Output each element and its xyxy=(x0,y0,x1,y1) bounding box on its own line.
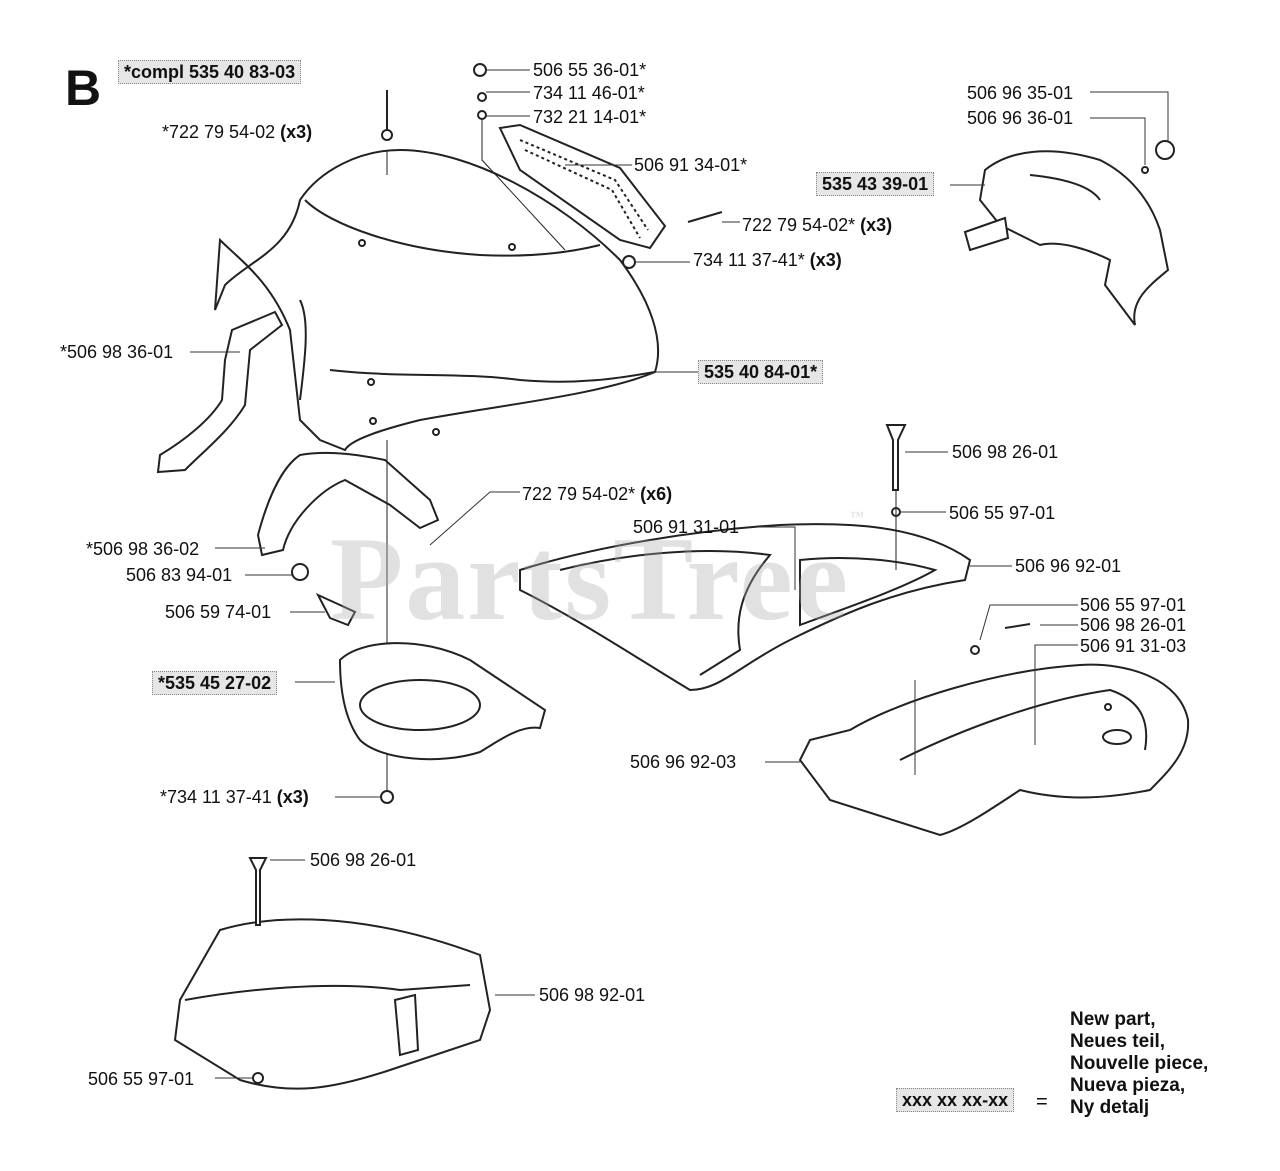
part-label: 506 83 94-01 xyxy=(126,565,233,585)
part-label: 506 91 31-01 xyxy=(633,517,740,537)
part-label: 732 21 14-01* xyxy=(533,107,647,127)
box-part xyxy=(173,918,492,1090)
seat-part xyxy=(798,663,1190,837)
bolt-part xyxy=(885,424,907,491)
mesh-plate-part xyxy=(498,123,667,250)
bolt-part xyxy=(248,857,268,926)
part-label: *722 79 54-02 (x3) xyxy=(162,122,313,142)
legend-line: Ny detalj xyxy=(1070,1097,1150,1118)
part-label: *506 98 36-02 xyxy=(86,539,200,559)
assembly-label: *535 45 27-02 xyxy=(152,671,278,695)
nut-part xyxy=(252,1072,264,1084)
part-label: 506 55 97-01 xyxy=(949,503,1056,523)
assembly-label: 535 40 84-01* xyxy=(698,360,824,384)
watermark: PartsTree™ xyxy=(330,510,866,645)
lower-bracket-part xyxy=(256,451,440,557)
legend-line: Nueva pieza, xyxy=(1070,1075,1186,1096)
left-bracket-part xyxy=(156,310,284,474)
screw-part xyxy=(473,63,487,77)
washer-part xyxy=(477,92,487,102)
knob-part xyxy=(315,592,357,627)
part-label: 506 55 97-01 xyxy=(1080,595,1187,615)
washer-part xyxy=(477,110,487,120)
washer-part xyxy=(291,563,309,581)
part-label: 506 96 92-03 xyxy=(630,752,737,772)
part-label: *506 98 36-01 xyxy=(60,342,174,362)
legend-text: New part, Neues teil, Nouvelle piece, Nu… xyxy=(1070,1009,1208,1119)
part-label: 506 96 35-01 xyxy=(967,83,1074,103)
legend-key: xxx xx xx-xx xyxy=(896,1088,1015,1112)
assembly-label: 535 43 39-01 xyxy=(816,172,935,196)
part-label: 506 96 92-01 xyxy=(1015,556,1122,576)
legend-equals: = xyxy=(1036,1091,1048,1113)
part-label: 734 11 46-01* xyxy=(533,83,645,103)
cup-part xyxy=(338,642,547,761)
part-label: 506 55 36-01* xyxy=(533,60,647,80)
part-label: 506 98 26-01 xyxy=(1080,615,1187,635)
legend-line: Nouvelle piece, xyxy=(1070,1053,1209,1074)
nut-part xyxy=(622,255,636,269)
part-label: 506 98 26-01 xyxy=(952,442,1059,462)
part-label: 506 96 36-01 xyxy=(967,108,1074,128)
part-label: *734 11 37-41 (x3) xyxy=(160,787,309,807)
nut-part xyxy=(380,790,394,804)
part-label: 506 55 97-01 xyxy=(88,1069,195,1089)
hood-part xyxy=(214,148,659,452)
washer-part xyxy=(1141,166,1149,174)
top-right-cover-part xyxy=(963,150,1170,326)
knob-part xyxy=(1155,140,1175,160)
part-label: 722 79 54-02* (x6) xyxy=(522,484,673,504)
part-label: 506 98 92-01 xyxy=(539,985,646,1005)
part-label: 506 91 31-03 xyxy=(1080,636,1187,656)
kit-label: *compl 535 40 83-03 xyxy=(118,60,302,84)
washer-part xyxy=(970,645,980,655)
legend-line: New part, xyxy=(1070,1009,1156,1030)
tray-part xyxy=(519,523,972,692)
part-label: 506 59 74-01 xyxy=(165,602,272,622)
part-label: 506 91 34-01* xyxy=(634,155,748,175)
part-label: 734 11 37-41* (x3) xyxy=(693,250,842,270)
legend-line: Neues teil, xyxy=(1070,1031,1166,1052)
part-label: 506 98 26-01 xyxy=(310,850,417,870)
part-label: 722 79 54-02* (x3) xyxy=(742,215,893,235)
section-letter: B xyxy=(65,60,102,116)
pin-part xyxy=(381,129,393,141)
